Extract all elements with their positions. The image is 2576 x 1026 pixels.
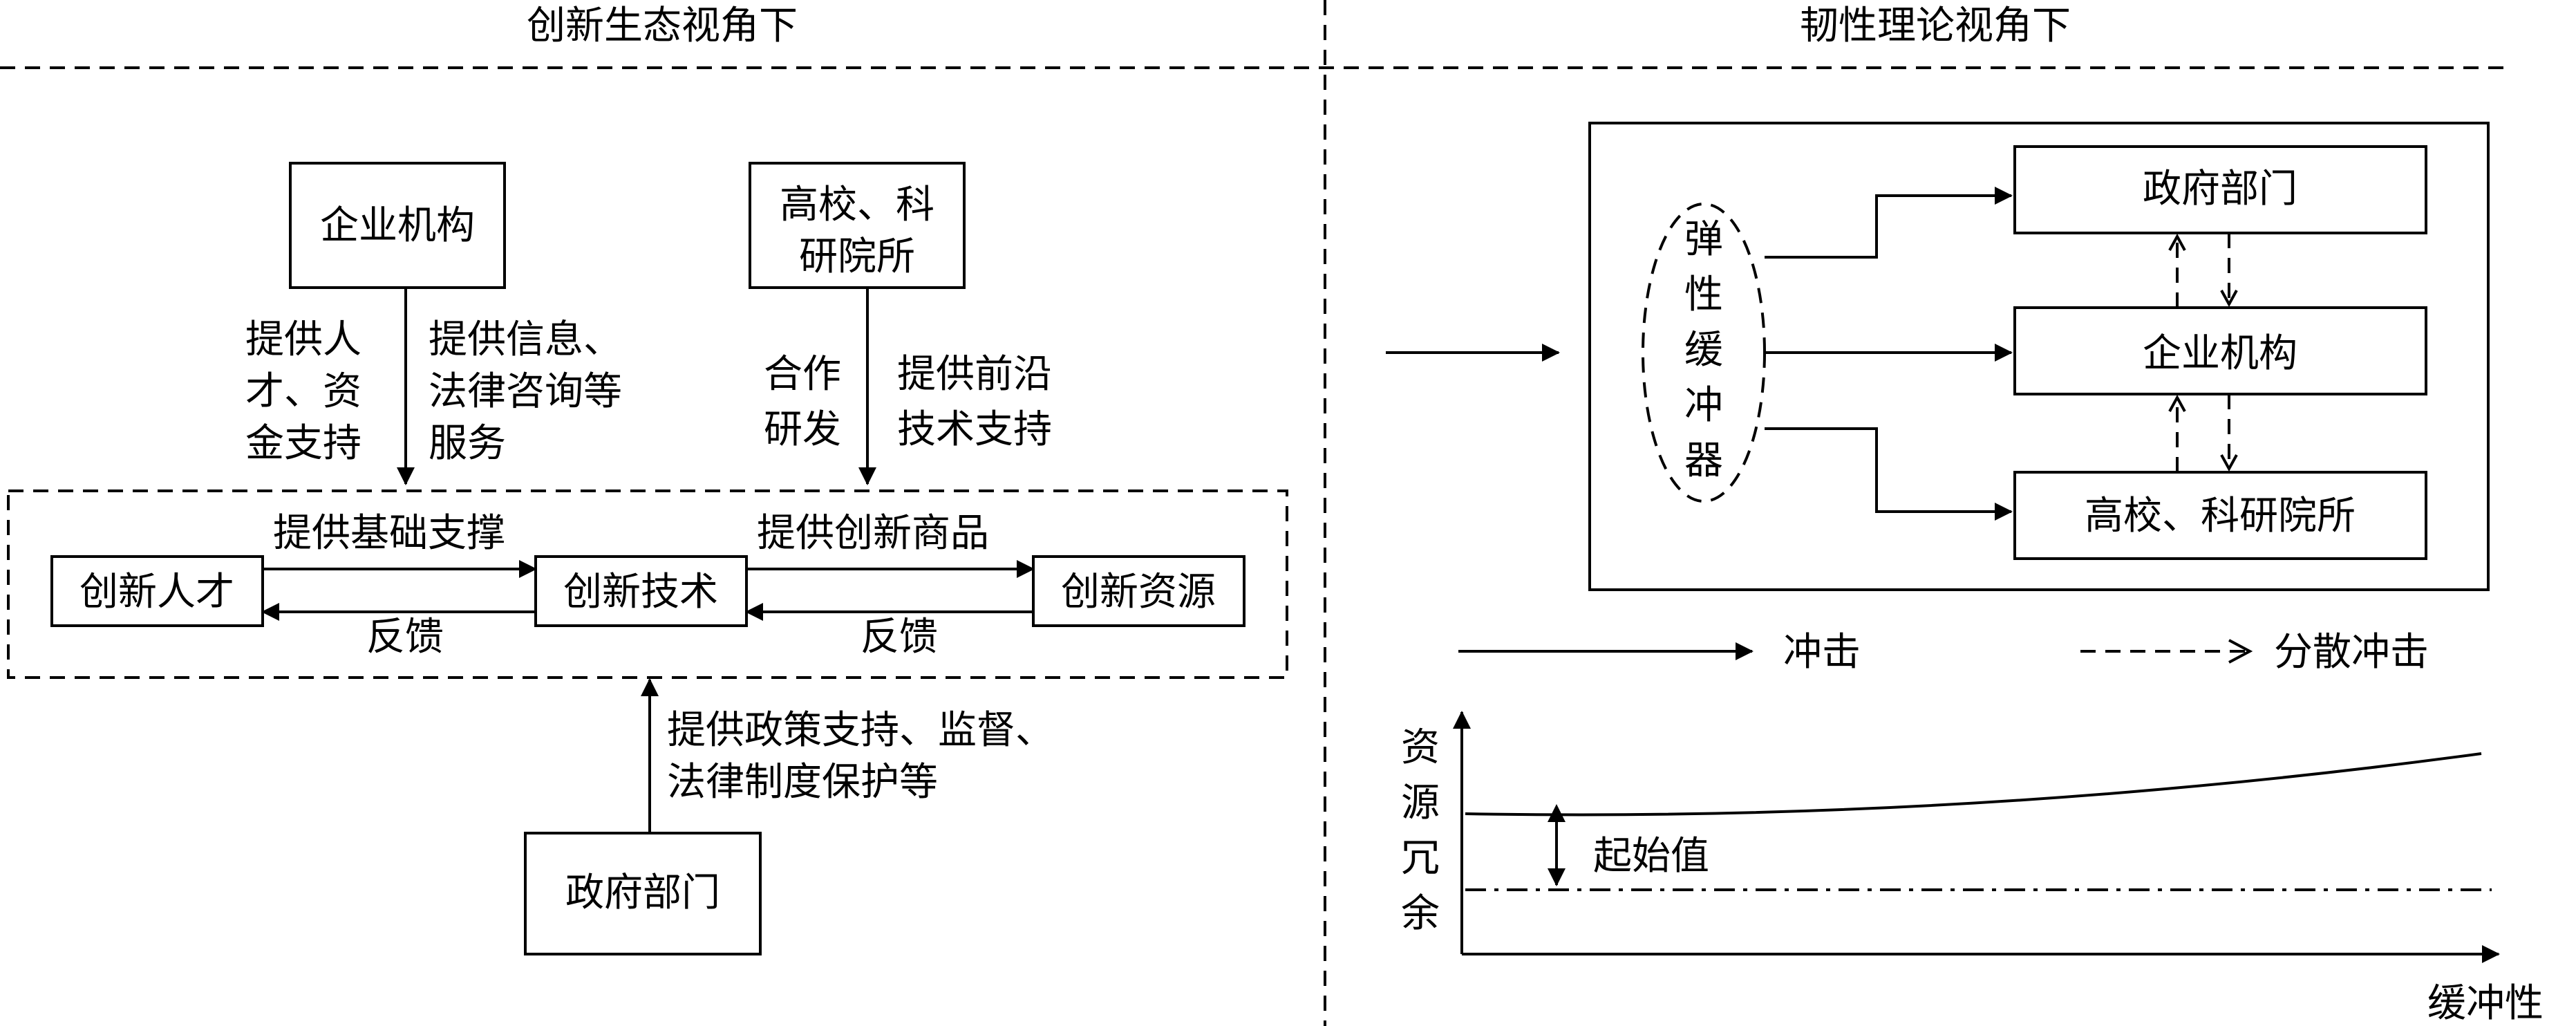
svg-text:创新资源: 创新资源 [1061, 570, 1216, 615]
svg-text:性: 性 [1684, 272, 1723, 317]
node-enterprise: 企业机构 [289, 162, 506, 289]
svg-text:法律咨询等: 法律咨询等 [429, 369, 622, 414]
node-technology: 创新技术 [534, 555, 748, 627]
svg-text:器: 器 [1684, 438, 1723, 483]
node-enterprise-right: 企业机构 [2013, 306, 2427, 395]
right-panel-header: 韧性理论视角下 [1800, 3, 2071, 48]
svg-text:研发: 研发 [764, 407, 841, 452]
svg-text:高校、科研院所: 高校、科研院所 [2085, 494, 2356, 539]
node-government-left: 政府部门 [524, 832, 762, 955]
buffer-to-government-arrow [1765, 187, 2013, 259]
label-resource-to-tech: 反馈 [861, 615, 938, 660]
label-enterprise-support-a: 提供人 才、资 金支持 [245, 317, 361, 466]
label-university-support-a: 合作 研发 [764, 352, 841, 452]
chart-curve [1465, 752, 2482, 817]
svg-text:冲: 冲 [1684, 383, 1723, 428]
node-talent: 创新人才 [50, 555, 264, 627]
node-university-right: 高校、科研院所 [2013, 471, 2427, 560]
chart-annotation: 起始值 [1593, 834, 1709, 879]
node-university: 高校、科 研院所 [749, 162, 966, 289]
svg-text:法律制度保护等: 法律制度保护等 [667, 760, 938, 805]
label-government-support: 提供政策支持、监督、 法律制度保护等 [667, 708, 1054, 805]
label-enterprise-support-b: 提供信息、 法律咨询等 服务 [429, 317, 622, 466]
svg-text:分散冲击: 分散冲击 [2274, 630, 2429, 675]
svg-text:余: 余 [1401, 891, 1440, 936]
svg-text:技术支持: 技术支持 [897, 407, 1052, 452]
svg-text:企业机构: 企业机构 [2143, 331, 2297, 376]
svg-text:服务: 服务 [429, 421, 506, 466]
label-talent-to-tech: 提供基础支撑 [273, 511, 505, 556]
svg-text:才、资: 才、资 [245, 369, 361, 414]
ecosystem-group [7, 489, 1288, 679]
svg-text:弹: 弹 [1684, 217, 1723, 262]
svg-text:创新人才: 创新人才 [79, 570, 234, 615]
node-resource: 创新资源 [1032, 555, 1245, 627]
label-university-support-b: 提供前沿 技术支持 [897, 352, 1052, 452]
left-panel-header: 创新生态视角下 [527, 3, 798, 48]
svg-text:企业机构: 企业机构 [320, 203, 475, 248]
svg-text:提供前沿: 提供前沿 [897, 352, 1052, 397]
svg-text:资: 资 [1401, 725, 1440, 770]
svg-text:研院所: 研院所 [799, 234, 915, 279]
svg-text:创新技术: 创新技术 [563, 570, 718, 615]
svg-text:合作: 合作 [764, 352, 841, 397]
legend-dispersed-impact: 分散冲击 [2080, 630, 2429, 675]
chart-x-label: 缓冲性 [2427, 981, 2544, 1026]
svg-text:提供信息、: 提供信息、 [429, 317, 622, 362]
svg-text:冲击: 冲击 [1783, 630, 1861, 675]
label-tech-to-talent: 反馈 [366, 615, 444, 660]
svg-text:提供政策支持、监督、: 提供政策支持、监督、 [667, 708, 1054, 753]
buffer-to-university-arrow [1765, 427, 2013, 521]
svg-text:提供人: 提供人 [245, 317, 361, 362]
redundancy-chart: 资 源 冗 余 缓冲性 起始值 [1401, 711, 2544, 1026]
svg-text:源: 源 [1401, 781, 1440, 826]
svg-text:政府部门: 政府部门 [565, 870, 720, 915]
svg-text:政府部门: 政府部门 [2143, 167, 2297, 212]
label-tech-to-resource: 提供创新商品 [757, 511, 989, 556]
node-government-right: 政府部门 [2013, 145, 2427, 234]
svg-text:高校、科: 高校、科 [780, 183, 934, 227]
svg-text:冗: 冗 [1401, 836, 1440, 881]
legend-impact: 冲击 [1458, 630, 1861, 675]
chart-y-label: 资 源 冗 余 [1401, 725, 1440, 936]
svg-text:缓: 缓 [1684, 328, 1723, 373]
svg-text:金支持: 金支持 [245, 421, 361, 466]
